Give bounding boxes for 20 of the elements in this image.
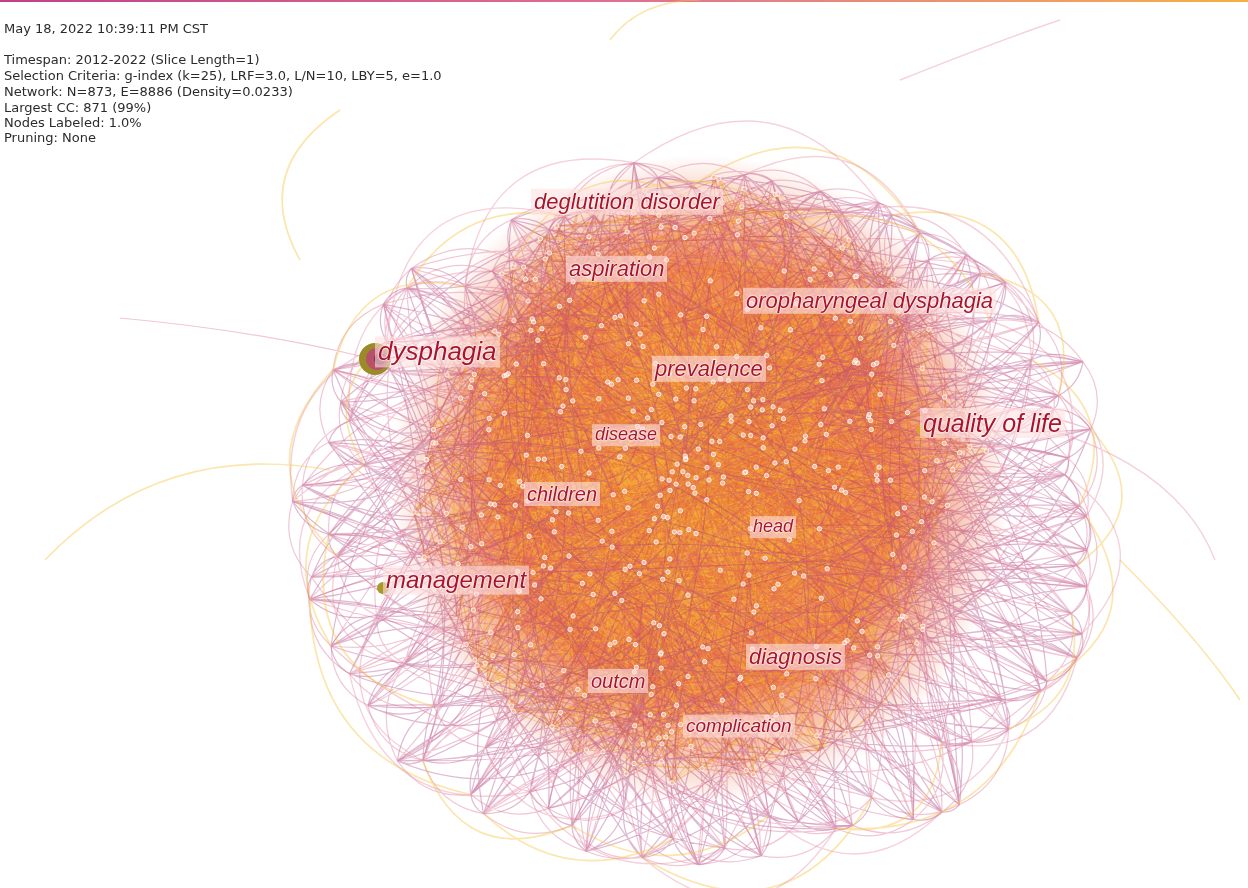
info-text: Largest CC: 871 (99%): [4, 100, 152, 115]
keyword-label: prevalence: [652, 355, 766, 383]
info-text: Pruning: None: [4, 130, 96, 145]
keyword-label: quality of life: [920, 408, 1065, 438]
keyword-label: disease: [592, 424, 661, 446]
keyword-label: dysphagia: [375, 336, 500, 368]
info-text: Selection Criteria: g-index (k=25), LRF=3.0, L/N=10, LBY=5, e=1.0: [4, 68, 442, 83]
keyword-label: oropharyngeal dysphagia: [743, 287, 997, 315]
info-text: May 18, 2022 10:39:11 PM CST: [4, 21, 208, 36]
keyword-label: aspiration: [566, 255, 668, 283]
keyword-label: children: [524, 482, 601, 506]
info-text: Network: N=873, E=8886 (Density=0.0233): [4, 84, 293, 99]
info-text: Timespan: 2012-2022 (Slice Length=1): [4, 52, 260, 67]
keyword-label: head: [750, 516, 797, 538]
info-text: Nodes Labeled: 1.0%: [4, 115, 142, 130]
keyword-label: deglutition disorder: [531, 188, 723, 216]
keyword-label: complication: [683, 714, 795, 738]
keyword-label: outcm: [588, 669, 649, 693]
keyword-label: diagnosis: [746, 643, 845, 671]
keyword-label: management: [383, 565, 530, 595]
